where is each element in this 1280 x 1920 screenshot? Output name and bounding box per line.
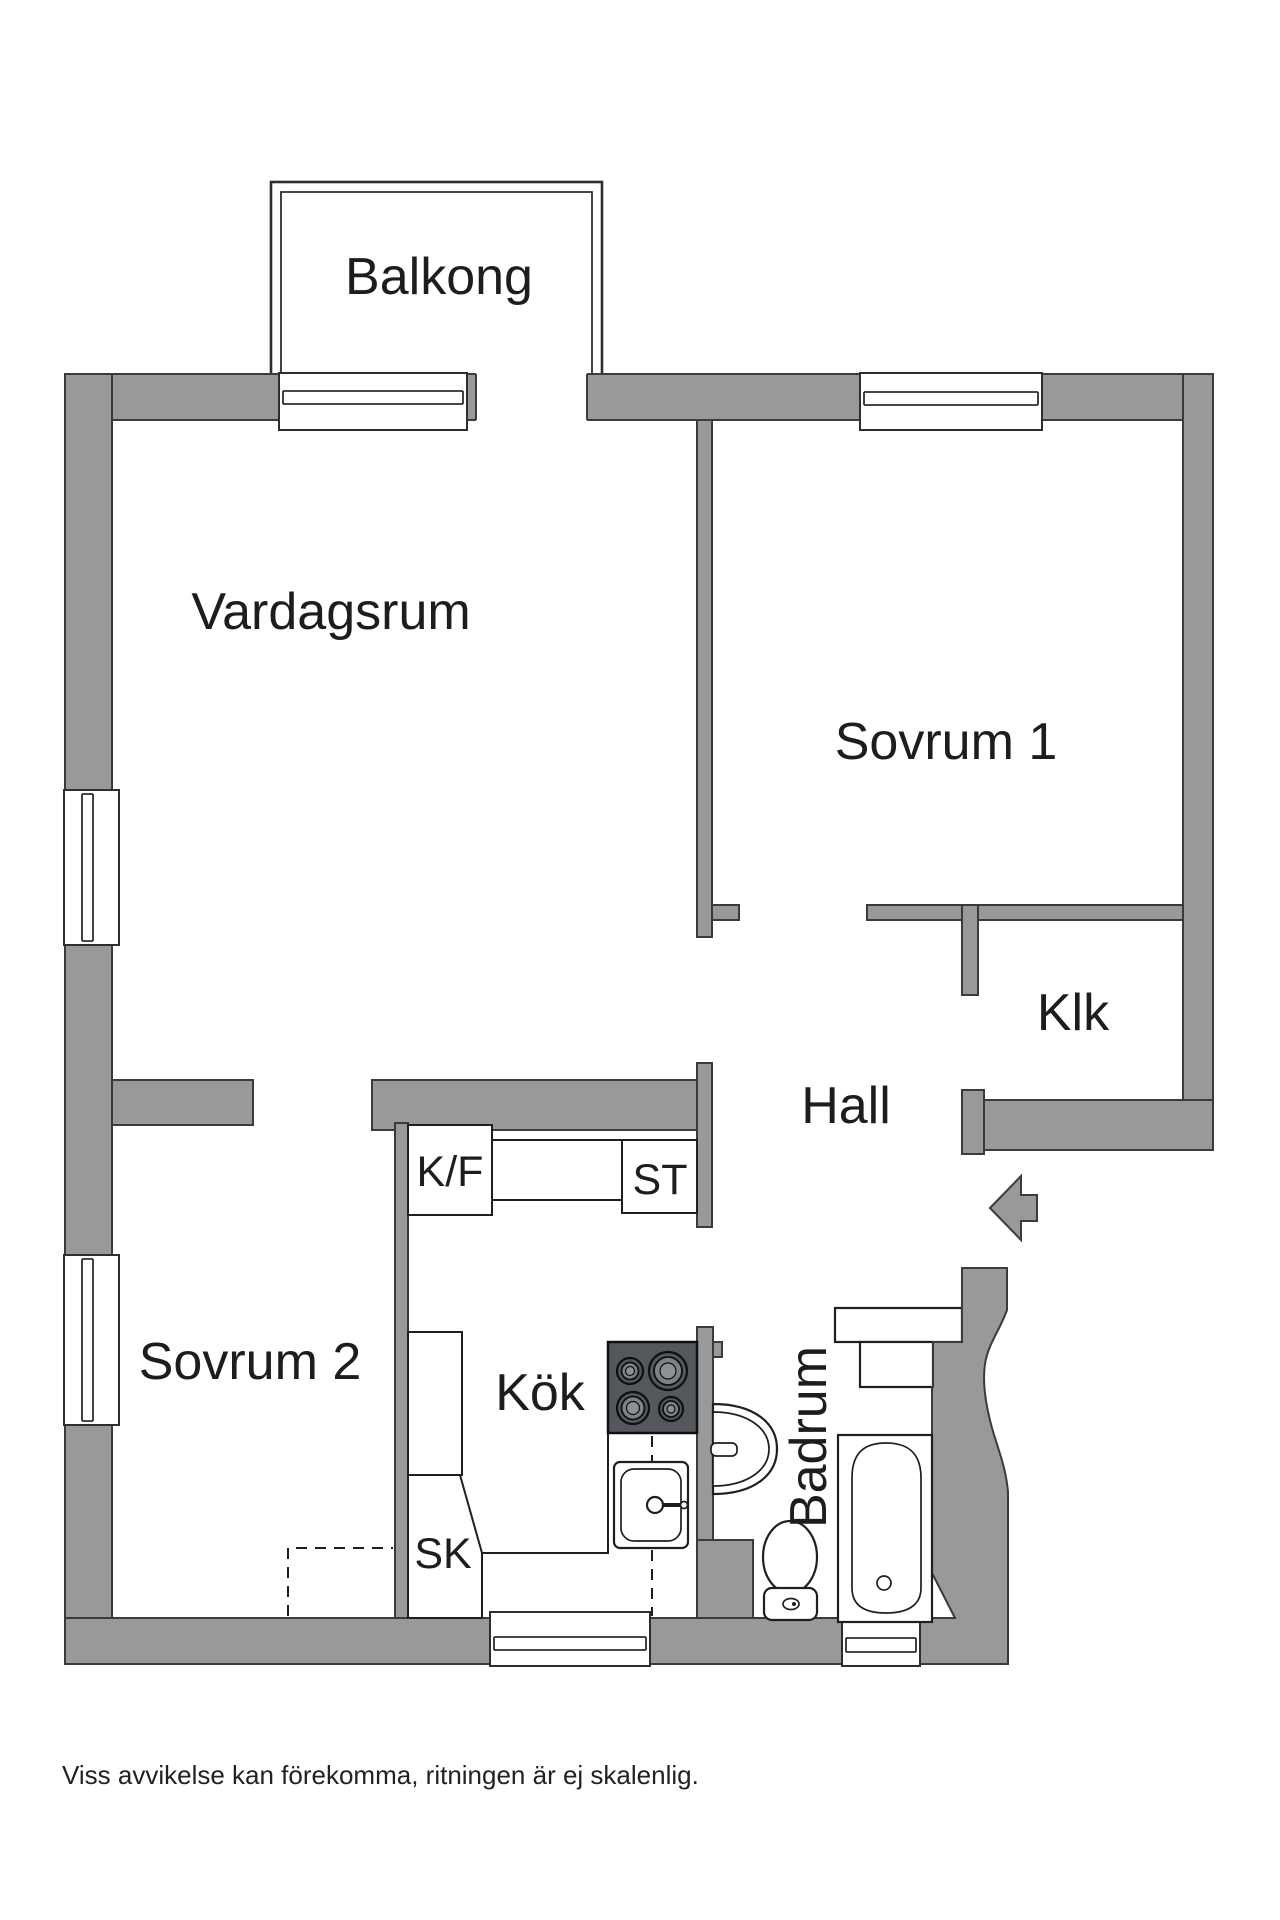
kitchen-counter-front-edge: [482, 1432, 609, 1554]
balcony-outer-rail: [269, 180, 604, 377]
washbasin-tap: [710, 1442, 738, 1457]
window-frame: [278, 372, 468, 431]
burner-top-left: [615, 1356, 645, 1386]
window-kitchen-bottom: [489, 1611, 651, 1667]
window-frame: [489, 1611, 651, 1667]
balcony-inner-rail: [280, 191, 593, 374]
toilet-icon: [761, 1519, 819, 1622]
window-bedroom1-top: [859, 372, 1043, 431]
toilet-flush-button: [792, 1602, 796, 1606]
toilet-flush: [782, 1597, 800, 1611]
kitchen-counter-west: [407, 1331, 463, 1476]
wall-right: [1182, 373, 1214, 1151]
label-kitchen: Kök: [495, 1364, 586, 1422]
window-glass-lines: [493, 1636, 647, 1651]
label-bedroom1: Sovrum 1: [835, 713, 1058, 771]
balcony-door-opening: [475, 372, 588, 422]
burner-bottom-left: [615, 1390, 651, 1426]
wall-left: [64, 373, 113, 1665]
label-sk-closet: SK: [414, 1530, 472, 1578]
window-glass-lines: [81, 793, 94, 942]
sk-closet: [407, 1474, 483, 1619]
window-frame: [859, 372, 1043, 431]
window-bedroom2-left: [63, 1254, 120, 1426]
label-bathroom: Badrum: [780, 1346, 838, 1528]
wall-closet-bottom: [961, 1099, 1214, 1151]
bathtub-inner: [851, 1442, 922, 1614]
wall-closet-hall-stub: [961, 904, 979, 996]
burner-top-right: [647, 1350, 689, 1392]
window-glass-lines: [282, 390, 464, 405]
label-closet: Klk: [1037, 984, 1110, 1042]
washbasin-bowl: [712, 1411, 770, 1487]
wall-bedroom2-kitchen: [394, 1122, 409, 1619]
bathtub-icon: [836, 1433, 934, 1624]
kitchen-fixtures: [407, 1124, 699, 1619]
window-glass-lines: [845, 1637, 917, 1653]
balcony: [269, 180, 604, 377]
label-fridge-freezer: K/F: [417, 1148, 484, 1196]
wall-bedroom1-bottom: [866, 904, 1184, 921]
bath-entry-niche-lower: [858, 1340, 935, 1389]
wall-bedroom1-door-stub: [711, 904, 740, 921]
window-living-room-top: [278, 372, 468, 431]
window-frame: [63, 1254, 120, 1426]
fridge-freezer-box: [407, 1124, 493, 1216]
bathtub-drain: [876, 1575, 892, 1591]
wall-kitchen-hall: [696, 1062, 713, 1228]
wall-bath-southwest-block: [696, 1539, 754, 1619]
window-frame: [63, 789, 120, 946]
wall-kitchen-bath: [696, 1326, 714, 1541]
wall-closet-jamb: [961, 1089, 985, 1155]
cleaning-closet-box: [621, 1139, 698, 1214]
window-glass-lines: [863, 391, 1039, 406]
wall-divider-living-bedroom1: [696, 419, 713, 938]
sink-faucet-base: [645, 1495, 665, 1515]
bedroom2-wardrobe-dashed: [287, 1547, 393, 1616]
footer-disclaimer: Viss avvikelse kan förekomma, ritningen …: [62, 1760, 699, 1790]
bathroom-fixtures: [710, 1402, 934, 1624]
wall-kitchen-north: [371, 1079, 713, 1131]
entry-arrow-icon: [988, 1173, 1038, 1243]
washbasin-icon: [710, 1402, 779, 1496]
bath-entry-niche-upper: [833, 1306, 964, 1344]
burner-bottom-right: [657, 1395, 685, 1423]
label-hall: Hall: [801, 1077, 891, 1135]
sink-faucet-tip: [679, 1500, 689, 1510]
label-living-room: Vardagsrum: [191, 583, 470, 641]
label-cleaning-closet: ST: [633, 1156, 688, 1204]
wall-kitchen-bath-stub: [712, 1341, 723, 1358]
walls: [64, 373, 1214, 1665]
window-glass-lines: [81, 1258, 94, 1422]
stove-icon: [606, 1340, 699, 1435]
sink-icon: [612, 1460, 690, 1550]
balcony-door-gap: [476, 372, 587, 422]
label-bedroom2: Sovrum 2: [139, 1333, 362, 1391]
kitchen-counter-north: [491, 1139, 623, 1201]
wall-living-bedroom2: [111, 1079, 254, 1126]
toilet-bowl: [761, 1519, 819, 1595]
window-living-room-left: [63, 789, 120, 946]
label-balcony: Balkong: [345, 248, 533, 306]
